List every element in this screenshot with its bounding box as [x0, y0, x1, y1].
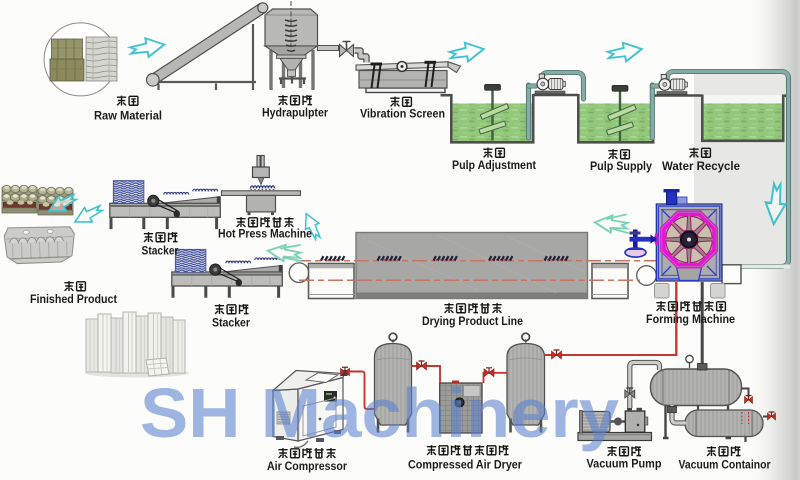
svg-text:Hydrapulpter: Hydrapulpter	[262, 106, 328, 120]
svg-text:Vacuum Containor: Vacuum Containor	[679, 458, 771, 472]
svg-text:Forming Machine: Forming Machine	[646, 312, 735, 326]
svg-text:Water Recycle: Water Recycle	[662, 159, 740, 173]
svg-text:Raw Material: Raw Material	[94, 109, 162, 123]
svg-text:Pulp Adjustment: Pulp Adjustment	[452, 158, 536, 172]
svg-text:Stacker: Stacker	[142, 244, 179, 258]
svg-text:Compressed Air Dryer: Compressed Air Dryer	[408, 458, 522, 472]
svg-text:Vibration Screen: Vibration Screen	[360, 107, 445, 121]
svg-text:Drying Product Line: Drying Product Line	[422, 314, 523, 328]
svg-text:Air Compressor: Air Compressor	[267, 459, 347, 473]
svg-text:Hot Press Machine: Hot Press Machine	[218, 227, 312, 241]
svg-text:Stacker: Stacker	[212, 316, 250, 330]
svg-text:Pulp Supply: Pulp Supply	[590, 159, 652, 173]
svg-text:Finished Product: Finished Product	[30, 292, 117, 306]
svg-text:Vacuum Pump: Vacuum Pump	[587, 457, 662, 471]
svg-text:SH Machinery: SH Machinery	[140, 374, 619, 452]
